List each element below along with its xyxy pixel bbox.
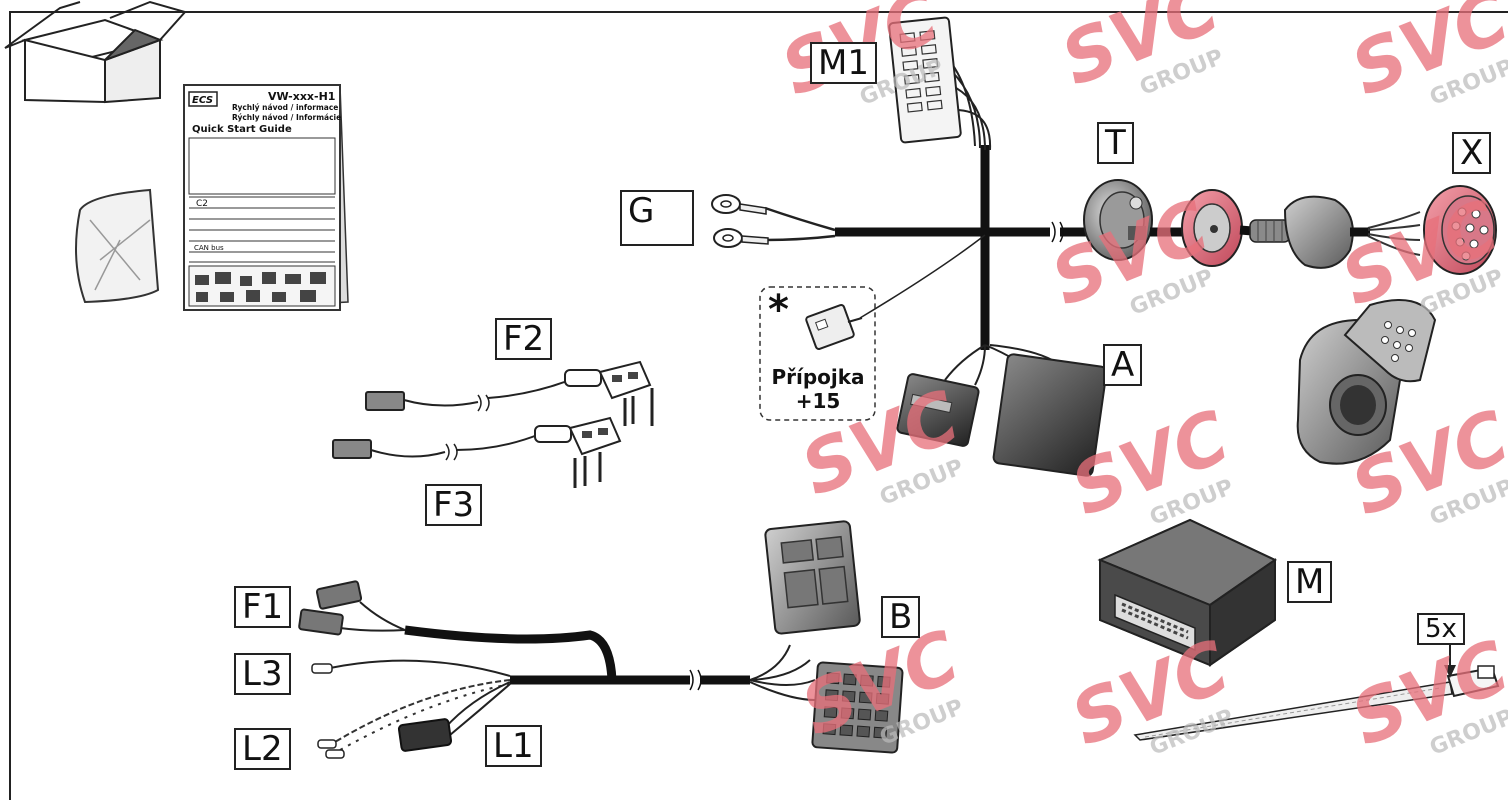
label-l3: L3 [234,653,291,695]
label-l1: L1 [485,725,542,767]
label-l2: L2 [234,728,291,770]
connector-15-label-2: +15 [795,389,841,413]
label-f2: F2 [495,318,553,360]
connector-15-plug [805,304,863,350]
frame-border [9,11,1508,800]
control-module [1097,518,1277,667]
cable-tie [1133,641,1500,741]
label-g: G [620,190,694,246]
plastic-bag-icon [75,188,160,304]
manual-brand: ECS [192,95,213,106]
manual-row-c2: C2 [196,199,208,209]
label-t: T [1097,122,1134,164]
svg-text:SVC: SVC [1340,0,1508,112]
fuse-tap-f2 [365,360,654,426]
fuse-tap-f3 [332,416,622,488]
label-m1: M1 [810,42,877,84]
label-f1: F1 [234,586,292,628]
label-m: M [1287,561,1333,603]
main-harness [711,16,1497,477]
manual-title: Quick Start Guide [192,124,292,135]
label-a: A [1103,344,1143,386]
manual-line1: Rychlý návod / informace [232,103,338,112]
label-b: B [881,596,921,638]
manual-booklet [183,84,349,311]
label-x: X [1452,132,1492,174]
connector-15-label-1: Přípojka [771,365,865,389]
manual-row-can: CAN bus [194,244,224,252]
label-qty: 5x [1417,613,1465,645]
package-box-icon [4,0,187,104]
manual-code: VW-xxx-H1 [268,90,335,103]
label-f3: F3 [425,484,483,526]
connector-15-box [759,286,876,421]
label-g-text: G [628,191,655,231]
lower-harness [298,520,904,759]
connector-15-star: * [768,287,789,333]
manual-line2: Rýchly návod / Informácie [232,113,341,122]
